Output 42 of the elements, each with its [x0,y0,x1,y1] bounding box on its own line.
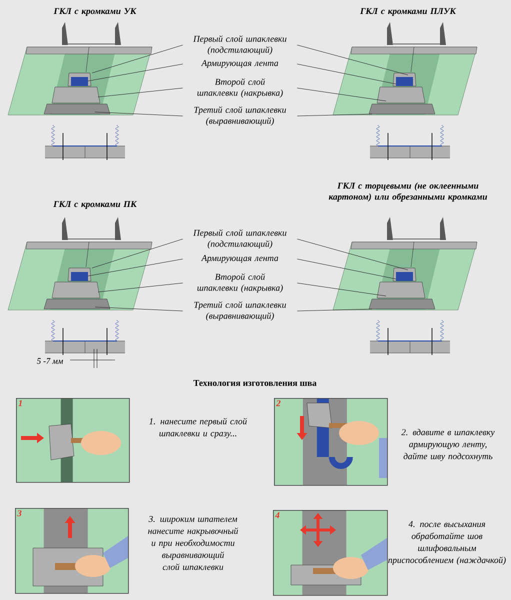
leader-line [296,64,396,84]
section-heading: Технология изготовления шва [193,380,316,386]
step-caption: 3. широким шпателем нанесите накрывочный и при необходимости выравнивающий слой шпаклевки [148,516,238,570]
drywall-panel-drawing: ГКЛ с кромками ПК [8,201,152,310]
leader-line [94,306,184,312]
step-caption: 1. нанесите первый слой шпаклевки и сразу... [149,418,247,438]
leader-line [98,88,184,98]
step-caption: 2. вдавите в шпаклевку армирующую ленту, дайте шву подсохнуть [401,428,495,462]
drywall-panel-drawing: ГКЛ с кромками УК [8,8,152,116]
layer-label: Второй слой шпаклевки (накрывка) [197,273,283,293]
drywall-panel-drawing: ГКЛ с кромками ПЛУК [332,8,478,116]
step-illustration: 3 [15,508,129,594]
leader-line [92,44,184,74]
drywall-panel-drawing: ГКЛ с торцевыми (не оклеенными картоном) или обрезанными кромками [328,182,488,310]
leader-line [94,112,184,116]
layer-label: Первый слой шпаклевки (подстилающий) [193,35,286,55]
leader-line [296,238,408,270]
node-label: ГКЛ с кромками УК [54,8,137,16]
leader-line [296,282,386,296]
step-illustration: 1 [16,398,130,483]
leader-line [296,44,408,76]
step-caption: 4. после высыхания обработайте шов шлифовальным приспособлением (наждачкой) [388,521,506,565]
leader-line [296,308,372,312]
node-label: ГКЛ с кромками ПК [53,201,137,209]
layer-label: Третий слой шпаклевки (выравнивающий) [194,106,286,126]
dimension-label: 5 -7 мм [36,357,64,365]
leader-line [296,258,396,280]
leader-line [92,238,184,268]
layer-label: Третий слой шпаклевки (выравнивающий) [194,301,286,321]
layer-label: Армирующая лента [201,60,278,68]
layer-label: Первый слой шпаклевки (подстилающий) [193,229,286,249]
leader-line [296,88,386,102]
step-illustration: 2 [274,398,388,486]
layer-label: Второй слой шпаклевки (накрывка) [197,78,283,98]
leader-line [296,114,372,116]
leader-line [88,64,184,82]
node-label: ГКЛ с кромками ПЛУК [360,8,456,16]
leader-line [98,282,184,292]
leader-line [88,258,184,276]
layer-label: Армирующая лента [201,255,278,263]
step-illustration: 4 [273,510,388,596]
node-label: ГКЛ с торцевыми (не оклеенными картоном) или обрезанными кромками [328,182,488,202]
